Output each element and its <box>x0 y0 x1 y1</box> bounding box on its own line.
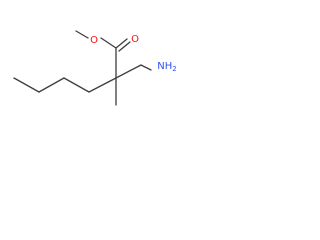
bond-methyl-o <box>75 30 89 39</box>
bond-butyl-1 <box>88 77 117 93</box>
atom-label-oxygen-ether: O <box>90 35 98 46</box>
bond-carbonyl-double-1 <box>115 38 128 49</box>
bond-butyl-4 <box>13 77 40 93</box>
atom-label-oxygen-carbonyl: O <box>131 34 139 45</box>
atom-label-amine: NH2 <box>157 61 176 73</box>
bond-carbonyl-double-2 <box>118 41 131 52</box>
bond-butyl-2 <box>63 77 90 93</box>
bond-ch2-nh2 <box>140 64 152 71</box>
bond-quaternary-ch2 <box>115 64 142 79</box>
bond-butyl-3 <box>38 77 65 93</box>
bond-o-carbonyl-carbon <box>100 37 117 49</box>
molecule-structure: O O NH2 <box>13 30 177 106</box>
